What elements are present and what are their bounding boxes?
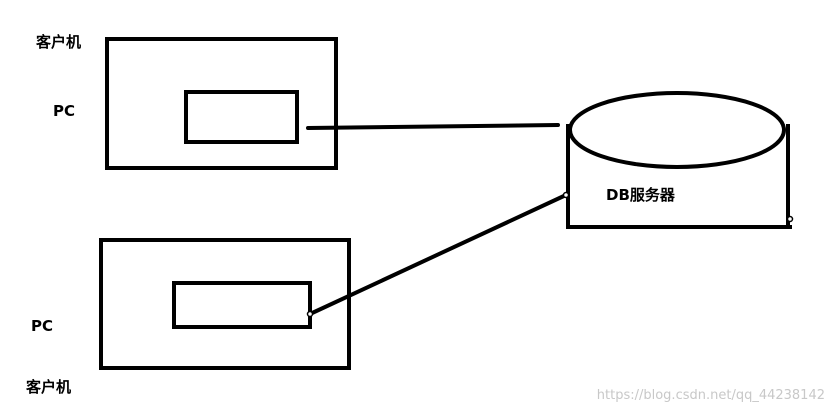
connector-dot-top (562, 191, 570, 199)
db-server-label: DB服务器 (606, 186, 675, 204)
client-label-bottom: 客户机 (26, 378, 72, 396)
client-machine-top (105, 37, 338, 170)
connector-dot-bottom (306, 310, 314, 318)
connection-line-top (306, 123, 560, 130)
pc-box-bottom (172, 281, 312, 329)
connection-line-bottom (308, 193, 568, 316)
pc-label-bottom: PC (31, 317, 54, 335)
client-machine-bottom (99, 238, 351, 370)
pc-box-top (184, 90, 299, 144)
watermark-text: https://blog.csdn.net/qq_44238142 (596, 388, 825, 403)
db-server-connection-point (786, 215, 794, 223)
db-server-cylinder (566, 91, 794, 229)
pc-label-top: PC (53, 102, 76, 120)
client-label-top: 客户机 (36, 33, 82, 51)
db-server-top-ellipse (568, 91, 786, 169)
